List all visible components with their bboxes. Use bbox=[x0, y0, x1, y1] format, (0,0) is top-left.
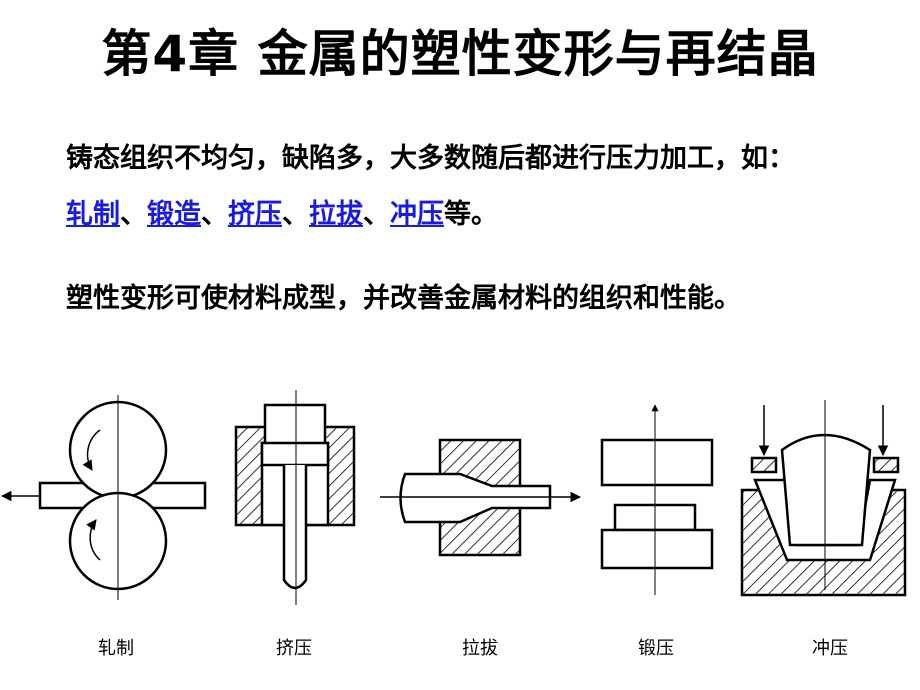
caption-extrusion: 挤压 bbox=[276, 638, 312, 659]
separator: 、 bbox=[120, 199, 147, 230]
separator: 、 bbox=[201, 199, 228, 230]
forging-diagram bbox=[600, 404, 714, 595]
link-forging[interactable]: 锻造 bbox=[147, 199, 201, 230]
slide-title: 第4章 金属的塑性变形与再结晶 bbox=[101, 25, 819, 83]
caption-stamping: 冲压 bbox=[812, 638, 848, 659]
stamping-diagram bbox=[740, 400, 907, 597]
paragraph-ending: 等。 bbox=[444, 199, 498, 230]
caption-rolling: 轧制 bbox=[98, 638, 134, 659]
link-extrusion[interactable]: 挤压 bbox=[228, 199, 282, 230]
separator: 、 bbox=[282, 199, 309, 230]
rolling-diagram bbox=[0, 395, 207, 600]
paragraph-line-3: 塑性变形可使材料成型，并改善金属材料的组织和性能。 bbox=[66, 283, 741, 314]
link-stamping[interactable]: 冲压 bbox=[390, 199, 444, 230]
separator: 、 bbox=[363, 199, 390, 230]
process-diagrams bbox=[0, 390, 907, 605]
extrusion-diagram bbox=[234, 390, 356, 605]
drawing-diagram bbox=[380, 438, 582, 557]
paragraph-line-1: 铸态组织不均匀，缺陷多，大多数随后都进行压力加工，如： bbox=[66, 143, 795, 174]
link-rolling[interactable]: 轧制 bbox=[66, 199, 120, 230]
paragraph-line-2: 轧制、锻造、挤压、拉拔、冲压等。 bbox=[66, 192, 498, 231]
caption-drawing: 拉拔 bbox=[462, 638, 498, 659]
caption-forging: 锻压 bbox=[638, 638, 674, 659]
link-drawing[interactable]: 拉拔 bbox=[309, 199, 363, 230]
